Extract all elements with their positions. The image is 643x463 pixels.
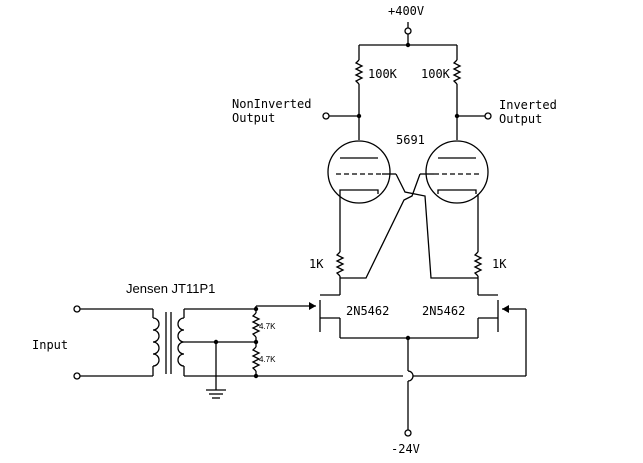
plate-resistor-right (452, 45, 462, 140)
tube-right-triode (420, 140, 489, 204)
junction-dots (213, 42, 460, 379)
inverted-output-label-line1: Inverted (499, 98, 557, 112)
transformer-label: Jensen JT11P1 (126, 281, 215, 296)
right-grid-crosswire (340, 173, 421, 279)
cathode-resistor-right (473, 194, 483, 295)
cathode-resistor-right-label: 1K (492, 257, 507, 271)
transformer-core (165, 312, 172, 374)
jfet-right (477, 294, 526, 338)
noninverted-output-label-line2: Output (232, 111, 275, 125)
cathode-resistor-left (335, 194, 345, 295)
transformer-primary-winding (152, 309, 160, 376)
plate-resistor-left-label: 100K (368, 67, 398, 81)
input-terminal-bottom (73, 372, 153, 380)
transformer-secondary-winding (177, 308, 256, 377)
plate-resistor-right-label: 100K (421, 67, 451, 81)
ground-symbol (206, 389, 226, 399)
jfet-right-label: 2N5462 (422, 304, 465, 318)
tube-label: 5691 (396, 133, 425, 147)
jfet-left (256, 294, 341, 338)
negative-supply-terminal (404, 429, 412, 437)
noninverted-output-terminal (322, 112, 359, 120)
wire-crossover-hop (407, 370, 414, 382)
positive-supply-label: +400V (388, 4, 424, 18)
negative-supply-label: -24V (391, 442, 420, 456)
input-terminal-top (73, 305, 153, 313)
inverted-output-label-line2: Output (499, 112, 542, 126)
left-grid-crosswire (395, 173, 478, 279)
tube-left-triode (327, 140, 396, 204)
divider-resistor-upper-label: 4.7K (259, 322, 276, 331)
jfet-left-label: 2N5462 (346, 304, 389, 318)
plate-resistor-left (354, 45, 364, 140)
cathode-resistor-left-label: 1K (309, 257, 324, 271)
input-label: Input (32, 338, 68, 352)
divider-resistor-lower-label: 4.7K (259, 355, 276, 364)
noninverted-output-label-line1: NonInverted (232, 97, 311, 111)
inverted-output-terminal (457, 112, 492, 120)
positive-supply-terminal (404, 22, 412, 45)
